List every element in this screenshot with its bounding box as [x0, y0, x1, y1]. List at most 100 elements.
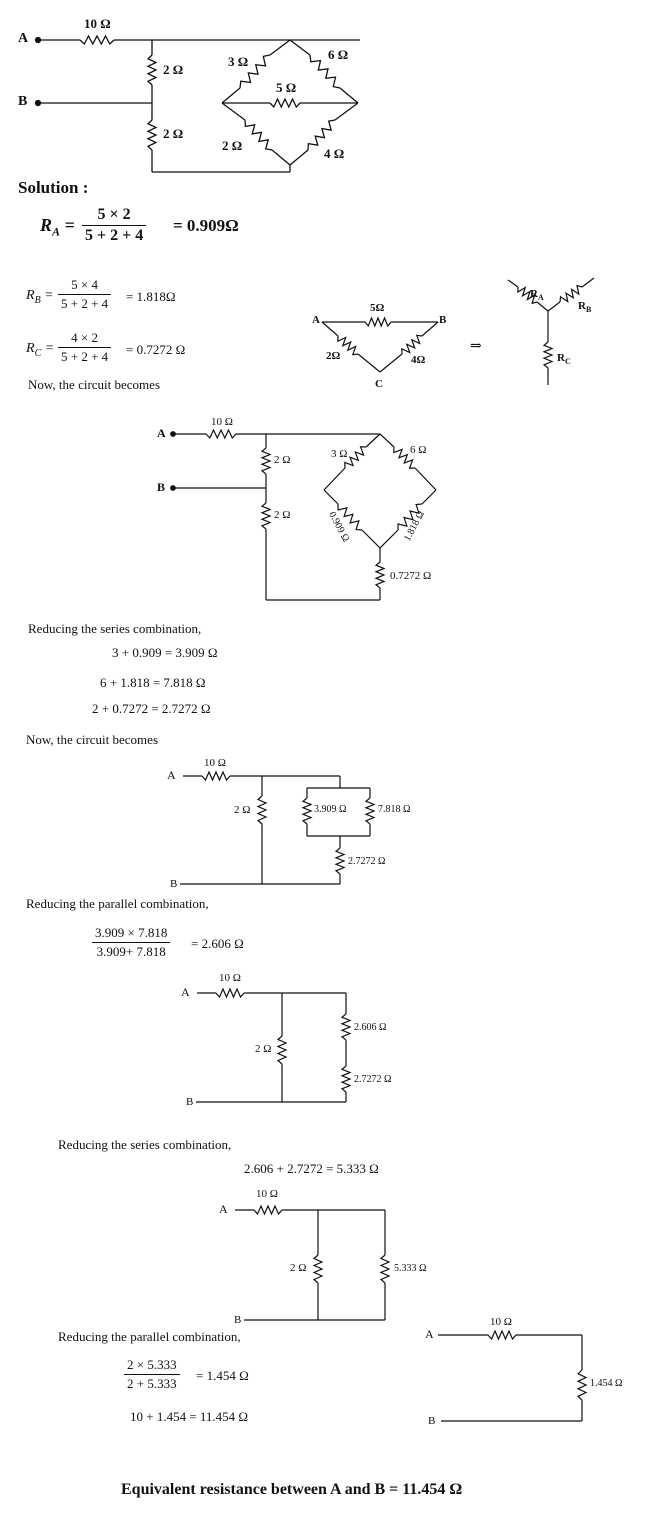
fig4-r27272-label: 2.7272 Ω [354, 1074, 392, 1085]
star-ra-label: RA [530, 288, 544, 303]
delta-star-diagram [321, 277, 595, 385]
fig3-r2-label: 2 Ω [234, 804, 251, 816]
fig1-r10-label: 10 Ω [84, 16, 111, 31]
resistor-symbol [205, 428, 237, 440]
resistor-symbol [397, 503, 423, 531]
fig6-r1454-label: 1.454 Ω [590, 1378, 623, 1389]
fig3-r3909-label: 3.909 Ω [314, 804, 347, 815]
fig1-r2-bridge-label: 2 Ω [222, 138, 243, 153]
fig4-r10-label: 10 Ω [219, 972, 241, 984]
resistor-symbol [542, 341, 554, 369]
figure-5-circuit [235, 1204, 391, 1321]
parallel-eq-1-numerator: 3.909 × 7.818 [92, 925, 171, 943]
fig2-node-b: B [157, 480, 166, 494]
resistor-symbol [517, 286, 538, 305]
delta-r5-label: 5Ω [370, 302, 385, 314]
fig3-r7818-label: 7.818 Ω [378, 804, 411, 815]
series-eq-1b: 6 + 1.818 = 7.818 Ω [100, 675, 206, 690]
rc-fraction: 4 × 2 5 + 2 + 4 [58, 330, 112, 365]
series-eq-2: 2.606 + 2.7272 = 5.333 Ω [244, 1161, 379, 1176]
parallel-heading-2: Reducing the parallel combination, [58, 1329, 241, 1344]
resistor-symbol [307, 119, 336, 151]
series-eq-1c: 2 + 0.7272 = 2.7272 Ω [92, 701, 211, 716]
resistor-symbol [256, 795, 268, 825]
resistor-symbol [146, 119, 158, 151]
delta-node-c: C [375, 378, 383, 390]
now-circuit-text-1: Now, the circuit becomes [28, 377, 160, 392]
resistor-symbol [276, 1035, 288, 1065]
parallel-eq-2-denominator: 2 + 5.333 [127, 1376, 177, 1391]
figure-6-circuit [438, 1329, 588, 1422]
fig5-node-b: B [234, 1314, 242, 1326]
fig5-r5333-label: 5.333 Ω [394, 1263, 427, 1274]
rb-fraction: 5 × 4 5 + 2 + 4 [58, 277, 112, 312]
fig2-node-a: A [157, 426, 166, 440]
parallel-eq-1-denominator: 3.909+ 7.818 [96, 944, 166, 959]
series-heading-1: Reducing the series combination, [28, 621, 202, 636]
delta-node-b: B [439, 314, 447, 326]
figure-1-circuit [34, 34, 360, 173]
resistor-symbol [576, 1369, 588, 1401]
delta-to-star-arrow-icon: ⇒ [470, 339, 482, 354]
resistor-symbol [559, 284, 583, 303]
delta-r4-label: 4Ω [411, 354, 426, 366]
resistor-symbol [79, 34, 115, 46]
resistor-symbol [312, 1254, 324, 1284]
fig5-node-a: A [219, 1202, 228, 1216]
resistor-symbol [337, 335, 359, 356]
ra-denominator: 5 + 2 + 4 [85, 227, 144, 244]
solution-heading: Solution : [18, 178, 89, 197]
resistor-symbol [374, 561, 386, 589]
rc-numerator: 4 × 2 [58, 330, 112, 348]
conclusion-text: Equivalent resistance between A and B = … [121, 1481, 463, 1498]
rb-result: = 1.818Ω [126, 289, 176, 304]
resistor-symbol [379, 1254, 391, 1284]
resistor-symbol [244, 119, 273, 151]
fig4-r2-label: 2 Ω [255, 1043, 272, 1055]
resistor-symbol [146, 54, 158, 86]
star-rb-label: RB [578, 300, 592, 315]
resistor-symbol [337, 503, 363, 531]
ra-fraction: 5 × 2 5 + 2 + 4 [82, 206, 147, 245]
parallel-heading-1: Reducing the parallel combination, [26, 896, 209, 911]
resistor-symbol [334, 847, 346, 875]
fig2-r2-top-label: 2 Ω [274, 454, 291, 466]
fig6-node-a: A [425, 1327, 434, 1341]
figure-3-circuit [180, 770, 376, 885]
resistor-symbol [201, 770, 231, 782]
parallel-eq-2-fraction: 2 × 5.333 2 + 5.333 [124, 1357, 180, 1392]
resistor-symbol [253, 1204, 283, 1216]
fig3-r27272-label: 2.7272 Ω [348, 856, 386, 867]
fig4-node-a: A [181, 985, 190, 999]
now-circuit-text-2: Now, the circuit becomes [26, 732, 158, 747]
resistor-symbol [364, 797, 376, 825]
rb-denominator: 5 + 2 + 4 [61, 296, 109, 311]
resistor-symbol [215, 987, 245, 999]
rb-numerator: 5 × 4 [58, 277, 112, 295]
resistor-symbol [364, 316, 392, 328]
fig6-r10-label: 10 Ω [490, 1316, 512, 1328]
fig1-r2-top-label: 2 Ω [163, 62, 184, 77]
resistor-symbol [393, 446, 416, 469]
fig2-r6-label: 6 Ω [410, 444, 427, 456]
parallel-eq-2-numerator: 2 × 5.333 [124, 1357, 180, 1375]
ra-result: = 0.909Ω [173, 216, 239, 235]
resistor-symbol [340, 1065, 352, 1093]
fig2-r3-label: 3 Ω [331, 448, 348, 460]
fig3-node-a: A [167, 768, 176, 782]
fig4-node-b: B [186, 1096, 194, 1108]
parallel-eq-1-fraction: 3.909 × 7.818 3.909+ 7.818 [92, 925, 171, 960]
resistor-symbol [269, 97, 301, 109]
rb-symbol: RB = [26, 288, 54, 306]
series-heading-2: Reducing the series combination, [58, 1137, 232, 1152]
fig1-node-a: A [18, 31, 29, 46]
fig1-r6-label: 6 Ω [328, 47, 349, 62]
star-rc-label: RC [557, 352, 571, 367]
fig1-r4-label: 4 Ω [324, 146, 345, 161]
fig3-r10-label: 10 Ω [204, 757, 226, 769]
fig1-r2-bottom-label: 2 Ω [163, 126, 184, 141]
rc-result: = 0.7272 Ω [126, 342, 186, 357]
fig2-r10-label: 10 Ω [211, 416, 233, 428]
resistor-symbol [260, 447, 272, 475]
